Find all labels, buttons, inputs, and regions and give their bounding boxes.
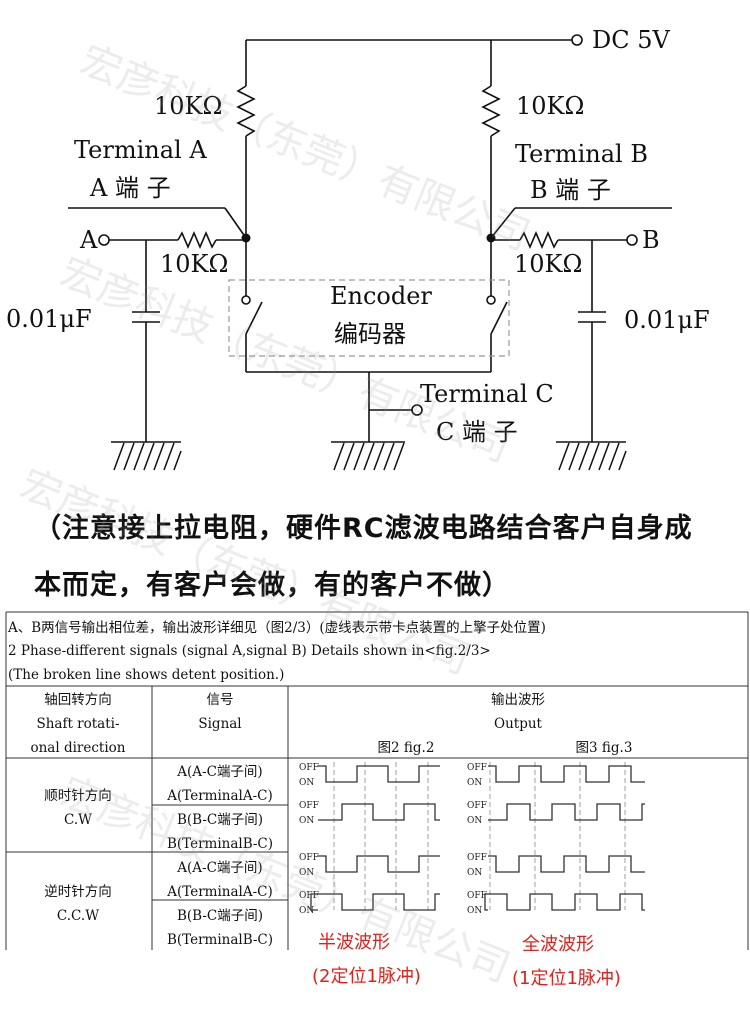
note-line-2: 本而定，有客户会做，有的客户不做）: [34, 570, 510, 601]
ccw-en: C.C.W: [57, 908, 99, 924]
signal-waveform: [488, 803, 645, 821]
signal-waveform: [310, 893, 440, 911]
half-wave-label: 半波波形: [318, 932, 390, 953]
on-label: ON: [467, 906, 482, 916]
signal-waveform: [318, 855, 440, 873]
fig3-label: 图3 fig.3: [576, 740, 633, 756]
encoder-cn-label: 编码器: [334, 320, 406, 348]
terminal-a-cn: A 端 子: [89, 174, 171, 202]
off-label: OFF: [467, 891, 487, 901]
ccw-sig-a-en: A(TerminalA-C): [166, 884, 273, 900]
off-label: OFF: [299, 853, 319, 863]
waveforms: OFF ON OFF ON OFF ON OFF ON OFF ON OFF ON OFF ON OFF ON: [299, 762, 645, 916]
node-b-label: B: [642, 226, 660, 254]
terminal-b-cn: B 端 子: [530, 176, 611, 204]
on-label: ON: [299, 778, 314, 788]
terminal-c-cn: C 端 子: [436, 418, 518, 446]
cw-sig-a-en: A(TerminalA-C): [166, 788, 273, 804]
terminal-a-en: Terminal A: [74, 136, 207, 164]
signal-waveform: [318, 765, 440, 783]
full-wave-label: 全波波形: [522, 934, 594, 955]
note-line-1: （注意接上拉电阻，硬件RC滤波电路结合客户自身成: [34, 513, 693, 544]
on-label: ON: [467, 778, 482, 788]
ccw-cn: 逆时针方向: [44, 884, 112, 900]
off-label: OFF: [299, 801, 319, 811]
off-label: OFF: [467, 853, 487, 863]
signal-waveform: [484, 893, 645, 911]
cw-en: C.W: [64, 812, 92, 828]
table-header-line1: A、B两信号输出相位差，输出波形详细见（图2/3）(虚线表示带卡点装置的上擎子处…: [7, 620, 546, 636]
cw-cn: 顺时针方向: [44, 788, 112, 804]
off-label: OFF: [467, 801, 487, 811]
on-label: ON: [299, 868, 314, 878]
off-label: OFF: [299, 763, 319, 773]
cap-left-label: 0.01μF: [6, 305, 92, 333]
signal-waveform: [488, 765, 645, 783]
ground-symbol-right: [556, 441, 627, 471]
waveform-table: A、B两信号输出相位差，输出波形详细见（图2/3）(虚线表示带卡点装置的上擎子处…: [5, 611, 749, 950]
full-wave-sub: (1定位1脉冲): [512, 968, 621, 989]
node-a-label: A: [79, 226, 98, 254]
cw-sig-b-en: B(TerminalB-C): [167, 836, 273, 852]
terminal-b-en: Terminal B: [515, 140, 648, 168]
terminal-c-en: Terminal C: [420, 380, 554, 408]
col-output-en: Output: [494, 716, 543, 732]
encoder-en-label: Encoder: [330, 282, 432, 310]
resistor-right-label: 10KΩ: [516, 92, 584, 120]
ccw-sig-a-cn: A(A-C端子间): [176, 860, 262, 876]
circuit-diagram: DC 5V 10KΩ 10KΩ Terminal A A 端 子 Termina…: [6, 26, 710, 471]
filter-res-right-label: 10KΩ: [514, 250, 582, 278]
on-label: ON: [299, 906, 314, 916]
cap-right-label: 0.01μF: [624, 306, 710, 334]
on-label: ON: [467, 816, 482, 826]
col-direction-cn: 轴回转方向: [44, 692, 112, 708]
col-signal-en: Signal: [198, 716, 241, 732]
off-label: OFF: [467, 763, 487, 773]
filter-res-left-label: 10KΩ: [160, 250, 228, 278]
col-direction-en1: Shaft rotati-: [36, 716, 119, 732]
half-wave-sub: (2定位1脉冲): [312, 966, 421, 987]
table-header-line3: (The broken line shows detent position.): [8, 667, 284, 683]
table-header-line2: 2 Phase-different signals (signal A,sign…: [8, 643, 491, 659]
ground-symbol-left: [111, 441, 182, 471]
signal-waveform: [318, 803, 440, 821]
fig2-label: 图2 fig.2: [378, 740, 435, 756]
on-label: ON: [467, 868, 482, 878]
ccw-sig-b-en: B(TerminalB-C): [167, 932, 273, 948]
cw-sig-a-cn: A(A-C端子间): [176, 764, 262, 780]
col-signal-cn: 信号: [207, 692, 234, 708]
col-direction-en2: onal direction: [30, 740, 125, 756]
off-label: OFF: [299, 891, 319, 901]
resistor-left-label: 10KΩ: [154, 92, 222, 120]
dc-label: DC 5V: [592, 26, 671, 54]
ground-symbol-center: [331, 441, 405, 471]
cw-sig-b-cn: B(B-C端子间): [177, 812, 263, 828]
ccw-sig-b-cn: B(B-C端子间): [177, 908, 263, 924]
col-output-cn: 输出波形: [491, 692, 545, 708]
signal-waveform: [488, 855, 645, 873]
on-label: ON: [299, 816, 314, 826]
